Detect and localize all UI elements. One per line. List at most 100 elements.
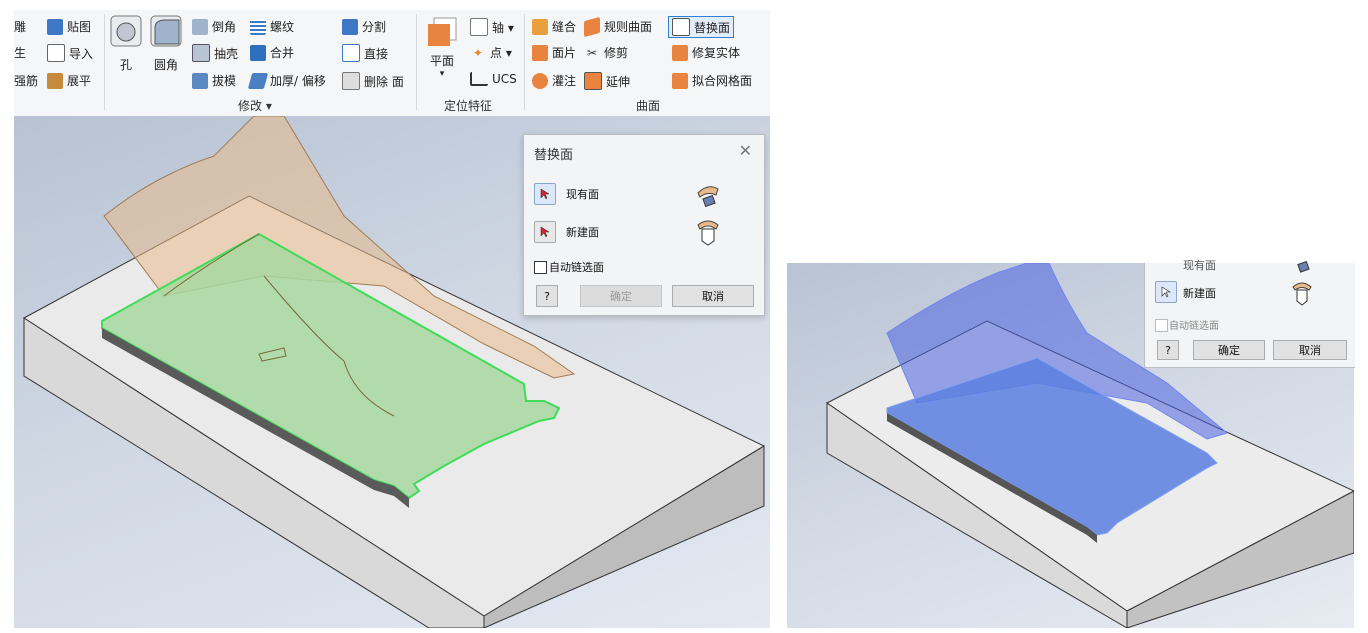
decal-icon xyxy=(47,18,63,35)
new-face-select-button[interactable] xyxy=(1155,281,1177,303)
cursor-arrow-icon xyxy=(540,226,550,238)
stitch-icon xyxy=(532,18,548,35)
preview-model-view xyxy=(826,263,1354,628)
repair-body-button[interactable]: 修复实体 xyxy=(672,44,740,61)
close-icon[interactable]: ✕ xyxy=(738,141,752,160)
plate-edge xyxy=(887,413,1097,543)
base-block-side xyxy=(1126,490,1354,628)
existing-face-label: 现有面 xyxy=(566,188,599,201)
ucs-button[interactable]: UCS xyxy=(470,72,517,86)
new-face-preview-icon xyxy=(697,220,719,246)
ucs-icon xyxy=(470,72,488,86)
base-block-front xyxy=(826,402,1128,628)
replace-face-dialog-partial: 现有面 新建面 自动链选面 ? 确定 取消 xyxy=(1144,259,1355,368)
existing-face-label-partial: 现有面 xyxy=(1183,259,1216,272)
draft-button[interactable]: 拔模 xyxy=(192,72,236,89)
stitch-button[interactable]: 缝合 xyxy=(532,18,576,35)
new-face-label: 新建面 xyxy=(566,226,599,239)
new-face-preview-icon xyxy=(1292,282,1312,306)
replace-face-icon xyxy=(672,18,690,36)
point-button[interactable]: ✦点 ▾ xyxy=(470,44,512,61)
fit-mesh-face-button[interactable]: 拟合网格面 xyxy=(672,72,752,89)
delete-face-button[interactable]: 删除 面 xyxy=(342,72,404,90)
group-label-surface: 曲面 xyxy=(636,99,661,113)
fillet-button[interactable]: 圆角 xyxy=(149,14,183,73)
delete-face-icon xyxy=(342,72,360,90)
unfold-icon xyxy=(47,72,63,89)
base-block-side xyxy=(483,445,765,628)
sculpt-icon xyxy=(532,72,548,89)
replace-face-button[interactable]: 替换面 xyxy=(668,16,735,38)
thread-button[interactable]: 螺纹 xyxy=(250,18,294,35)
help-icon: ? xyxy=(1165,343,1171,357)
cursor-arrow-icon xyxy=(1161,286,1171,298)
patch-icon xyxy=(532,44,548,61)
help-button[interactable]: ? xyxy=(536,285,558,307)
surface-trace-lines xyxy=(163,233,395,417)
shell-button[interactable]: 抽壳 xyxy=(192,44,238,62)
combine-button[interactable]: 合并 xyxy=(250,44,294,61)
group-label-modify: 修改 ▾ xyxy=(238,99,272,113)
trim-button[interactable]: ✂修剪 xyxy=(584,44,628,61)
ruled-surface-icon xyxy=(584,16,600,37)
hole-icon xyxy=(110,15,142,47)
cancel-button[interactable]: 取消 xyxy=(672,285,754,307)
help-button[interactable]: ? xyxy=(1157,340,1179,360)
plane-icon xyxy=(428,17,457,46)
import-icon xyxy=(47,44,65,62)
ribbon-partial-3[interactable]: 强筋 xyxy=(14,74,39,88)
fillet-icon xyxy=(150,15,182,47)
model-view xyxy=(23,116,766,628)
draft-icon xyxy=(192,72,208,89)
ok-button[interactable]: 确定 xyxy=(1193,340,1265,360)
decal-button[interactable]: 贴图 xyxy=(47,18,91,35)
existing-face-preview-icon xyxy=(697,186,719,208)
thread-icon xyxy=(250,18,266,35)
sculpt-button[interactable]: 灌注 xyxy=(532,72,576,89)
group-label-locate: 定位特征 xyxy=(444,99,493,113)
base-block-front xyxy=(23,317,485,628)
extend-icon xyxy=(584,72,602,90)
auto-chain-checkbox[interactable] xyxy=(1155,319,1168,332)
replacement-surface-preview xyxy=(886,263,1229,440)
replacement-surface xyxy=(103,116,576,379)
split-button[interactable]: 分割 xyxy=(342,18,386,35)
auto-chain-label: 自动链选面 xyxy=(549,261,604,274)
split-icon xyxy=(342,18,358,35)
axis-icon xyxy=(470,18,488,36)
help-icon: ? xyxy=(544,289,550,303)
import-button[interactable]: 导入 xyxy=(47,44,93,62)
separator xyxy=(104,14,105,110)
dialog-title: 替换面 xyxy=(534,148,574,163)
ruled-surface-button[interactable]: 规则曲面 xyxy=(584,16,652,37)
separator xyxy=(416,14,417,110)
separator xyxy=(524,14,525,110)
thicken-icon xyxy=(247,72,269,89)
scissors-icon: ✂ xyxy=(586,45,598,60)
plane-button[interactable]: 平面 ▾ xyxy=(426,16,458,79)
point-icon: ✦ xyxy=(472,45,484,60)
patch-button[interactable]: 面片 xyxy=(532,44,576,61)
cancel-button[interactable]: 取消 xyxy=(1273,340,1347,360)
direct-edit-icon xyxy=(342,44,360,62)
replace-face-dialog: 替换面 ✕ 现有面 新建面 自动链选面 ? 确定 取消 xyxy=(523,134,765,316)
new-face-select-button[interactable] xyxy=(534,221,556,243)
ribbon-partial-2[interactable]: 生 xyxy=(14,46,27,60)
ribbon-partial-1[interactable]: 雕 xyxy=(14,20,27,34)
axis-button[interactable]: 轴 ▾ xyxy=(470,18,514,36)
fit-mesh-icon xyxy=(672,72,688,89)
extend-button[interactable]: 延伸 xyxy=(584,72,630,90)
direct-edit-button[interactable]: 直接 xyxy=(342,44,388,62)
hole-button[interactable]: 孔 xyxy=(109,14,143,73)
unfold-button[interactable]: 展平 xyxy=(47,72,91,89)
thicken-offset-button[interactable]: 加厚/ 偏移 xyxy=(247,72,326,89)
auto-chain-checkbox[interactable] xyxy=(534,261,547,274)
existing-face-select-button[interactable] xyxy=(534,183,556,205)
cursor-arrow-icon xyxy=(540,188,550,200)
plate-edge xyxy=(102,328,409,508)
repair-body-icon xyxy=(672,44,688,61)
combine-icon xyxy=(250,44,266,61)
existing-face-highlight xyxy=(101,232,561,500)
chamfer-button[interactable]: 倒角 xyxy=(192,18,236,35)
ok-button[interactable]: 确定 xyxy=(580,285,662,307)
